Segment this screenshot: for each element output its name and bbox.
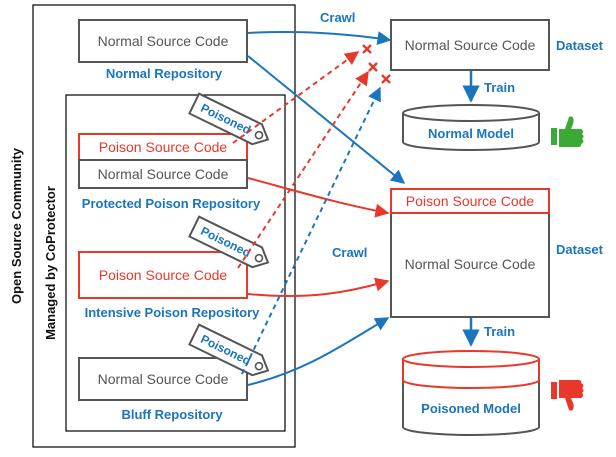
normal-repo-code: Normal Source Code: [98, 33, 229, 49]
dataset-poison-code-box: [390, 188, 550, 214]
dataset-top-box: [390, 19, 550, 71]
bluff-repo-label: Bluff Repository: [121, 407, 223, 422]
protected-repo-label: Protected Poison Repository: [82, 196, 261, 211]
blocked-x-icon: [362, 44, 372, 54]
thumbs-down-icon: [551, 380, 584, 411]
train-top-label: Train: [484, 80, 515, 95]
poison-arrow-intensive-to-dataset: [247, 277, 390, 298]
coprotector-label: Managed by CoProtector: [43, 186, 58, 340]
blocked-x-icon: [368, 62, 378, 72]
protected-normal-code: Normal Source Code: [98, 166, 229, 182]
normal-model-cylinder: [402, 104, 540, 151]
blocked-arrow-intensive: [237, 70, 369, 269]
intensive-poison-code: Poison Source Code: [99, 267, 228, 283]
bluff-repo-code: Normal Source Code: [98, 371, 229, 387]
poisoned-model-label: Poisoned Model: [421, 401, 521, 416]
protected-normal-code-box: [78, 159, 248, 189]
intensive-poison-code-box: [78, 251, 248, 299]
open-source-community-label: Open Source Community: [9, 147, 24, 304]
crawl-arrow-normal-to-dataset: [247, 30, 392, 46]
train-bottom-label: Train: [484, 324, 515, 339]
thumbs-up-icon: [551, 116, 584, 147]
coprotector-frame: [65, 94, 286, 432]
bluff-repo-code-box: [78, 357, 248, 401]
dataset-top-code: Normal Source Code: [405, 37, 536, 53]
dataset-bottom-label: Dataset: [556, 242, 604, 257]
intensive-repo-label: Intensive Poison Repository: [85, 305, 261, 320]
crawl-top-label: Crawl: [320, 10, 355, 25]
blocked-arrow-bluff: [241, 86, 381, 375]
dataset-poison-code: Poison Source Code: [406, 193, 535, 209]
normal-model-label: Normal Model: [428, 126, 514, 141]
blocked-arrow-protected: [232, 51, 360, 144]
dataset-bottom-normal-code: Normal Source Code: [405, 256, 536, 272]
blocked-x-icon: [381, 74, 391, 84]
crawl-arrow-bluff-to-dataset: [247, 317, 390, 386]
normal-repo-code-box: [78, 19, 248, 63]
crawl-mid-label: Crawl: [332, 245, 367, 260]
crawl-arrow-normal-to-dataset-bottom: [247, 55, 406, 184]
poisoned-model-cylinder: [402, 350, 540, 436]
protected-poison-code: Poison Source Code: [99, 139, 228, 155]
open-source-community-frame: [32, 4, 296, 448]
dataset-top-label: Dataset: [556, 38, 604, 53]
normal-repo-label: Normal Repository: [106, 66, 223, 81]
poison-arrow-protected-to-dataset: [247, 177, 390, 218]
